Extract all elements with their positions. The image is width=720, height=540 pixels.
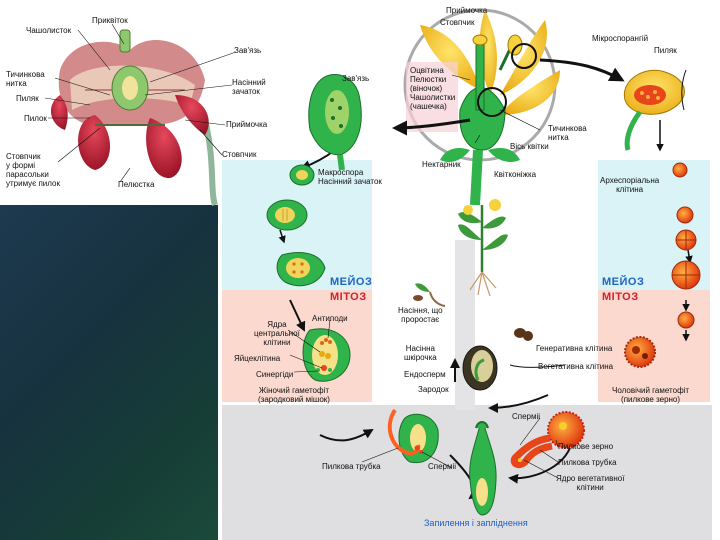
label-ovary-tl: Зав'язь	[234, 46, 262, 55]
label-veg-nucleus: Ядро вегетативної клітини	[556, 474, 625, 492]
label-ovule-tl: Насінний зачаток	[232, 78, 266, 96]
label-central-nuclei: Ядра центральної клітини	[254, 320, 300, 347]
label-perianth: Оцвітина Пелюстки (віночок) Чашолистки (…	[410, 66, 456, 111]
female-mitosis-label: МІТОЗ	[330, 291, 367, 303]
label-style-c: Стовпчик	[440, 18, 475, 27]
label-filament-c: Тичинкова нитка	[548, 124, 587, 142]
fertilization-caption: Запилення і запліднення	[424, 518, 528, 528]
label-female-gametophyte: Жіночий гаметофіт (зародковий мішок)	[258, 386, 330, 404]
ovary-drawings	[266, 74, 362, 382]
label-archesporial: Археспоріальна клітина	[600, 176, 660, 194]
label-embryo: Зародок	[418, 385, 449, 394]
label-axis: Вісь квітки	[510, 142, 549, 151]
label-endosperm: Ендосперм	[404, 370, 446, 379]
label-synergids: Синергіди	[256, 370, 294, 379]
label-pollen-tube-right: Пилкова трубка	[558, 458, 617, 467]
label-ovary-c: Зав'язь	[342, 74, 370, 83]
decorative-dark-panel	[0, 205, 218, 540]
plant-drawings	[413, 199, 533, 391]
label-macrospore: Макроспора Насінний зачаток	[318, 168, 382, 186]
center-flower	[403, 8, 560, 206]
label-style-tl: Стовпчик	[222, 150, 257, 159]
female-meiosis-label: МЕЙОЗ	[330, 276, 373, 288]
label-filament-tl: Тичинкова нитка	[6, 70, 45, 88]
sarracenia-flower	[44, 23, 237, 206]
label-egg: Яйцеклітина	[234, 354, 281, 363]
label-petal-tl: Пелюстка	[118, 180, 155, 189]
fertilization-zone	[222, 405, 712, 540]
label-pollen-tube-left: Пилкова трубка	[322, 462, 381, 471]
fertilization-drawings	[361, 408, 585, 516]
label-male-gametophyte: Чоловічий гаметофіт (пилкове зерно)	[612, 386, 690, 404]
label-sepal: Чашолисток	[26, 26, 72, 35]
label-vegetative: Вегетативна клітина	[538, 362, 614, 371]
label-pollen-tl: Пилок	[24, 114, 47, 123]
label-anther-tl: Пиляк	[16, 94, 39, 103]
label-seed-coat: Насінна шкірочка	[404, 344, 437, 362]
label-sperm-right: Сперміі	[512, 412, 541, 421]
label-anther-c: Пиляк	[654, 46, 677, 55]
male-mitosis-label: МІТОЗ	[602, 291, 639, 303]
label-stigma-c: Приймочка	[446, 6, 488, 15]
anther-drawings	[623, 69, 701, 368]
label-seedling: Насіння, що проростає	[398, 306, 443, 324]
label-antipodes: Антиподи	[312, 314, 348, 323]
label-receptacle: Квітконіжка	[494, 170, 537, 179]
label-generative: Генеративна клітина	[536, 344, 613, 353]
label-bract: Приквіток	[92, 16, 128, 25]
label-style-umbrella: Стовпчик у формі парасольки утримує пило…	[6, 152, 60, 188]
label-pollen-grain: Пилкове зерно	[558, 442, 614, 451]
label-stigma-tl: Приймочка	[226, 120, 268, 129]
label-nectary: Нектарник	[422, 160, 461, 169]
label-sperm-left: Сперміі	[428, 462, 457, 471]
male-meiosis-label: МЕЙОЗ	[602, 276, 645, 288]
label-microsporangium: Мікроспорангій	[592, 34, 649, 43]
